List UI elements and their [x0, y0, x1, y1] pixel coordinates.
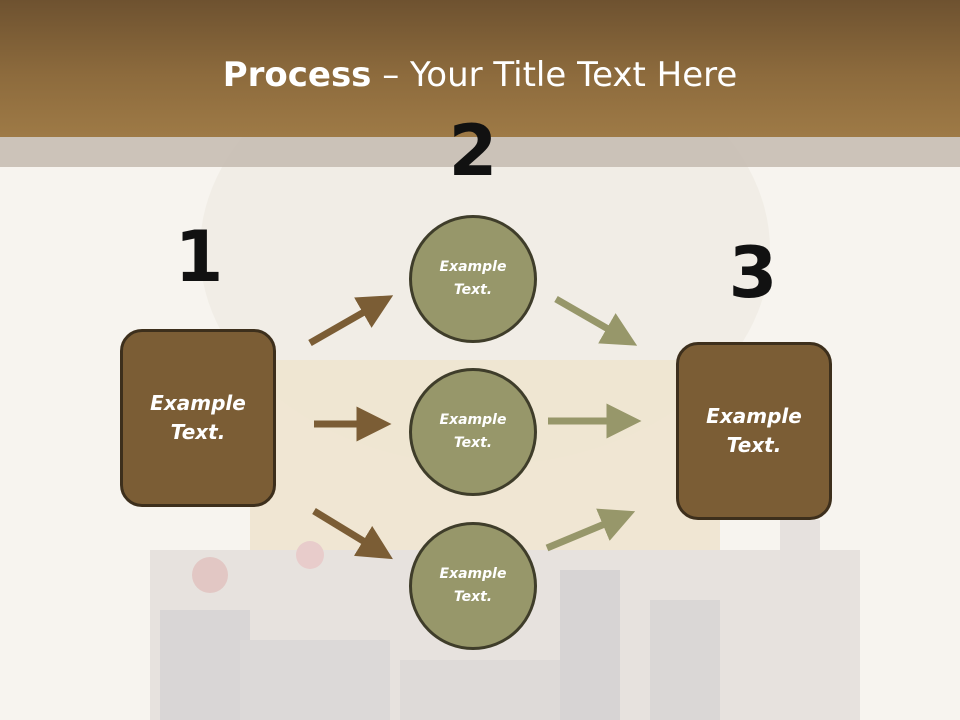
circle-bottom-line1: Example — [439, 566, 507, 582]
circle-middle-line2: Text. — [453, 435, 493, 451]
circle-top-text: Example Text. — [440, 256, 507, 302]
circle-middle-text: Example Text. — [440, 409, 507, 455]
page-title: Process – Your Title Text Here — [0, 52, 960, 98]
left-box-line2: Text. — [170, 420, 226, 444]
right-box[interactable]: Example Text. — [676, 342, 832, 520]
title-bold: Process — [222, 55, 372, 95]
right-box-line1: Example — [706, 404, 802, 428]
step-number-2: 2 — [448, 110, 498, 192]
left-box-text: Example Text. — [150, 389, 246, 447]
header-bar — [0, 0, 960, 137]
circle-bottom-line2: Text. — [453, 589, 493, 605]
step-number-1: 1 — [174, 216, 224, 298]
circle-top-line2: Text. — [453, 282, 493, 298]
circle-top[interactable]: Example Text. — [409, 215, 537, 343]
left-box-line1: Example — [150, 391, 246, 415]
circle-bottom[interactable]: Example Text. — [409, 522, 537, 650]
right-box-text: Example Text. — [706, 402, 802, 460]
arrow-bottom-to-right — [545, 508, 636, 552]
arrow-left-to-top — [308, 295, 394, 347]
arrow-left-to-bottom — [312, 508, 393, 560]
right-box-line2: Text. — [726, 433, 782, 457]
circle-middle-line1: Example — [439, 412, 507, 428]
circle-bottom-text: Example Text. — [440, 563, 507, 609]
circle-middle[interactable]: Example Text. — [409, 368, 537, 496]
title-rest: – Your Title Text Here — [371, 55, 738, 95]
circle-top-line1: Example — [439, 259, 507, 275]
header-band — [0, 137, 960, 167]
step-number-3: 3 — [728, 232, 778, 314]
left-box[interactable]: Example Text. — [120, 329, 276, 507]
arrow-top-to-right — [554, 295, 638, 346]
